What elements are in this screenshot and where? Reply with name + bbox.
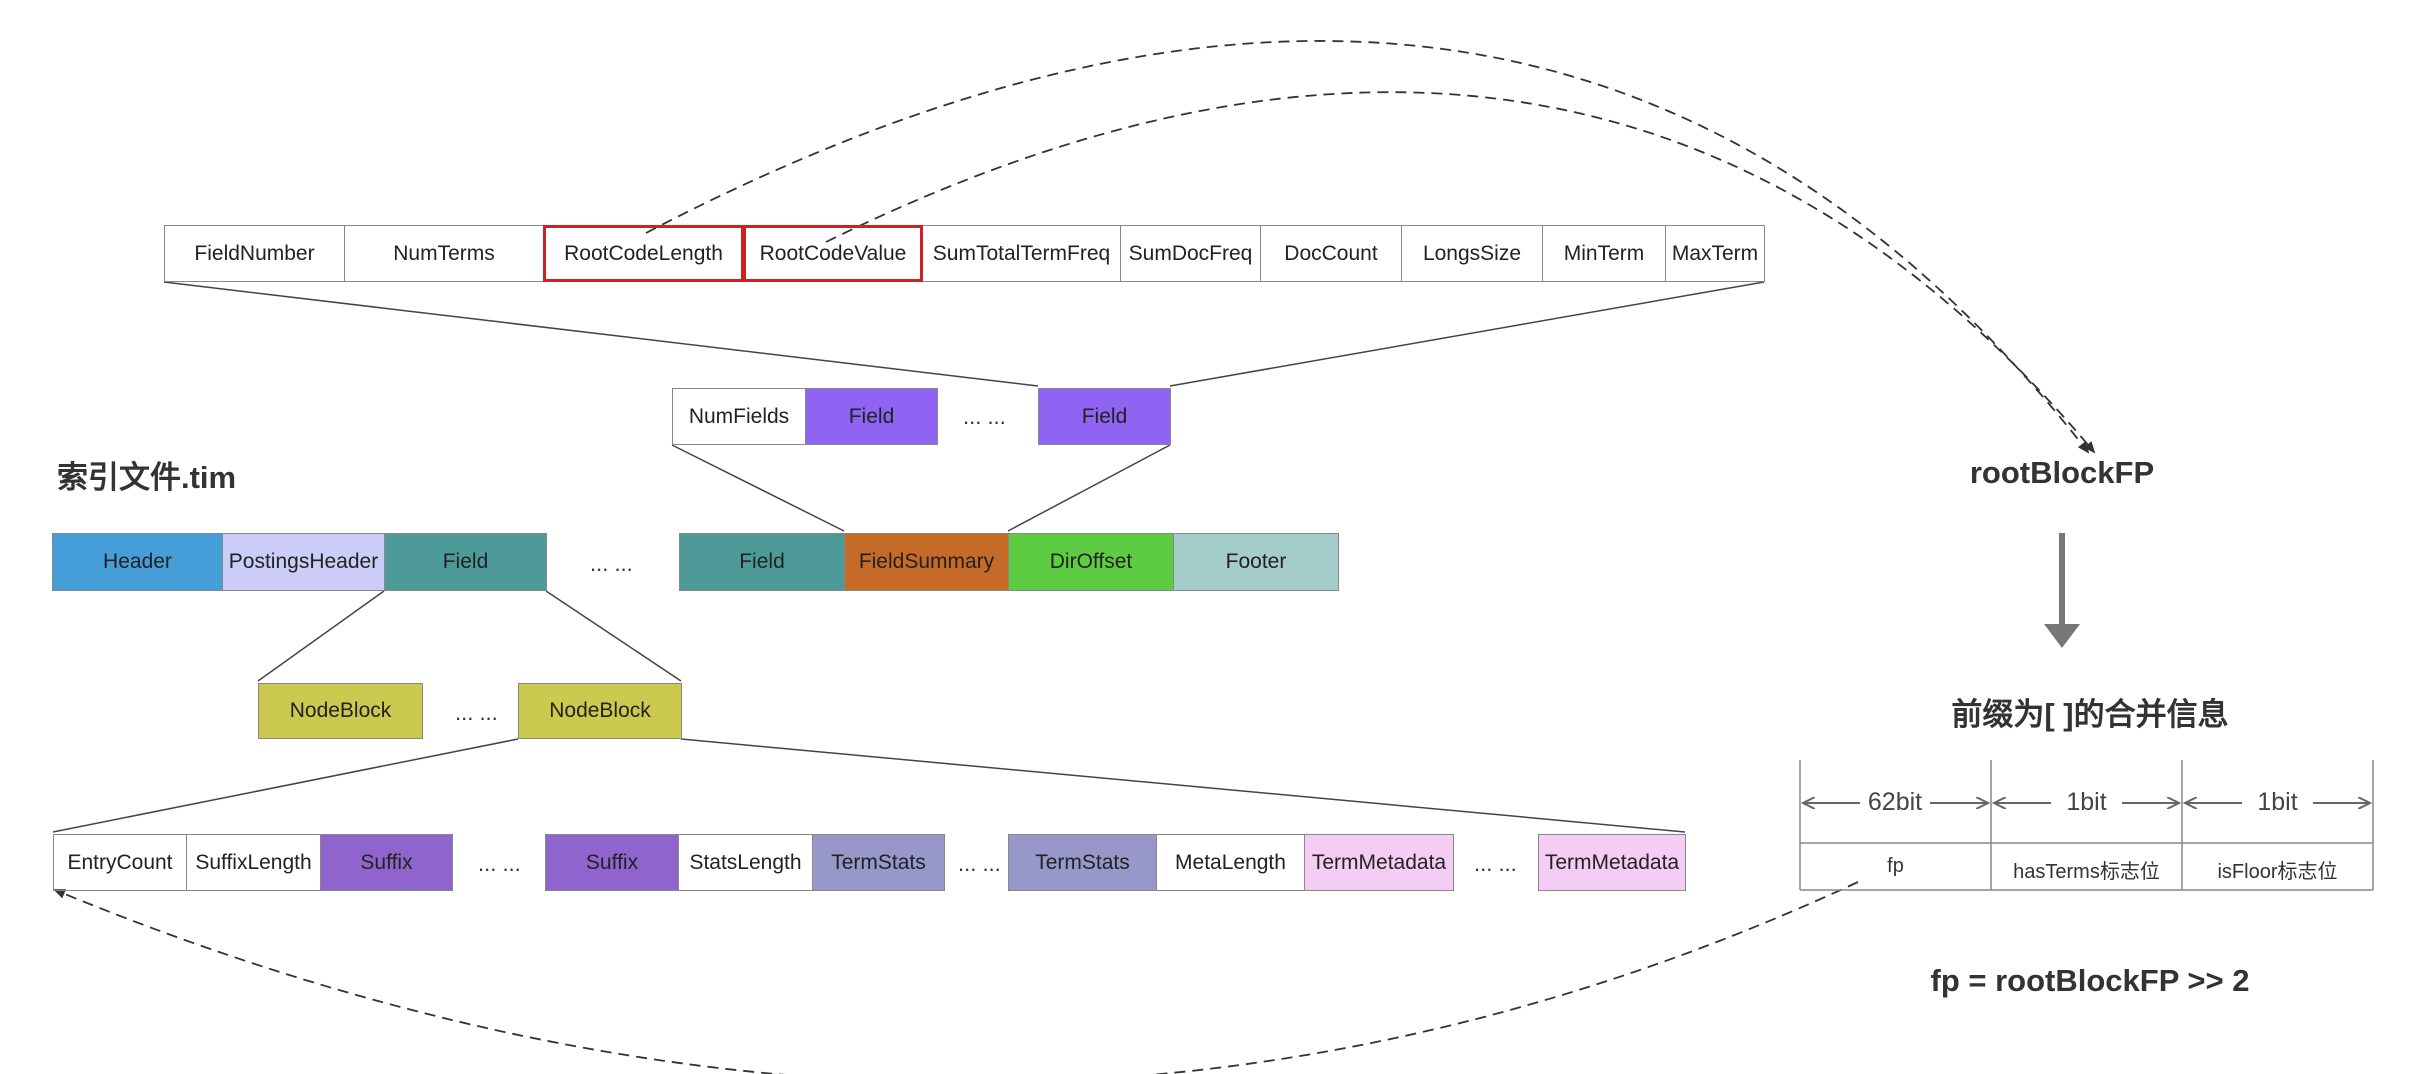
bit-width-1-has-terms: 1bit <box>2066 788 2107 816</box>
footer-cell: Footer <box>1173 533 1339 591</box>
fp-formula: fp = rootBlockFP >> 2 <box>1930 963 2250 998</box>
dir-offset-cell: DirOffset <box>1008 533 1174 591</box>
file-title: 索引文件.tim <box>57 460 237 495</box>
suffix-cell-last: Suffix <box>545 834 679 891</box>
bit-width-62: 62bit <box>1867 788 1923 816</box>
term-metadata-ellipsis: ... ... <box>1474 851 1517 876</box>
field-cell-purple-last: Field <box>1038 388 1171 445</box>
meta-length-cell: MetaLength <box>1156 834 1305 891</box>
bit-field-fp: fp <box>1887 855 1904 877</box>
node-block-cell: NodeBlock <box>258 683 423 739</box>
node-block-cell-last: NodeBlock <box>518 683 682 739</box>
bit-field-has-terms: hasTerms标志位 <box>2013 861 2160 883</box>
root-code-value-highlight <box>743 225 923 282</box>
field-ellipsis: ... ... <box>963 404 1006 429</box>
doc-count-cell: DocCount <box>1260 225 1402 282</box>
suffix-length-cell: SuffixLength <box>186 834 321 891</box>
bit-field-is-floor: isFloor标志位 <box>2217 861 2338 883</box>
term-stats-ellipsis: ... ... <box>958 851 1001 876</box>
term-metadata-cell-last: TermMetadata <box>1538 834 1686 891</box>
min-term-cell: MinTerm <box>1542 225 1666 282</box>
field-summary-cell: FieldSummary <box>844 533 1009 591</box>
header-cell: Header <box>52 533 223 591</box>
sum-total-term-freq-cell: SumTotalTermFreq <box>922 225 1121 282</box>
root-code-length-highlight <box>543 225 744 282</box>
root-block-fp-title: rootBlockFP <box>1969 455 2155 490</box>
suffix-cell: Suffix <box>320 834 453 891</box>
longs-size-cell: LongsSize <box>1401 225 1543 282</box>
stats-length-cell: StatsLength <box>678 834 813 891</box>
bit-width-1-is-floor: 1bit <box>2257 788 2298 816</box>
node-block-ellipsis: ... ... <box>455 700 498 725</box>
max-term-cell: MaxTerm <box>1665 225 1765 282</box>
term-stats-cell: TermStats <box>812 834 945 891</box>
field-cell-purple: Field <box>805 388 938 445</box>
field-cell-teal: Field <box>384 533 547 591</box>
num-terms-cell: NumTerms <box>344 225 544 282</box>
field-number-cell: FieldNumber <box>164 225 345 282</box>
num-fields-cell: NumFields <box>672 388 806 445</box>
merge-info-title: 前缀为[ ]的合并信息 <box>1951 697 2229 732</box>
postings-header-cell: PostingsHeader <box>222 533 385 591</box>
sum-doc-freq-cell: SumDocFreq <box>1120 225 1261 282</box>
suffix-ellipsis: ... ... <box>478 851 521 876</box>
tim-ellipsis: ... ... <box>590 551 633 576</box>
entry-count-cell: EntryCount <box>53 834 187 891</box>
field-cell-teal-last: Field <box>679 533 845 591</box>
term-metadata-cell: TermMetadata <box>1304 834 1454 891</box>
term-stats-cell-last: TermStats <box>1008 834 1157 891</box>
